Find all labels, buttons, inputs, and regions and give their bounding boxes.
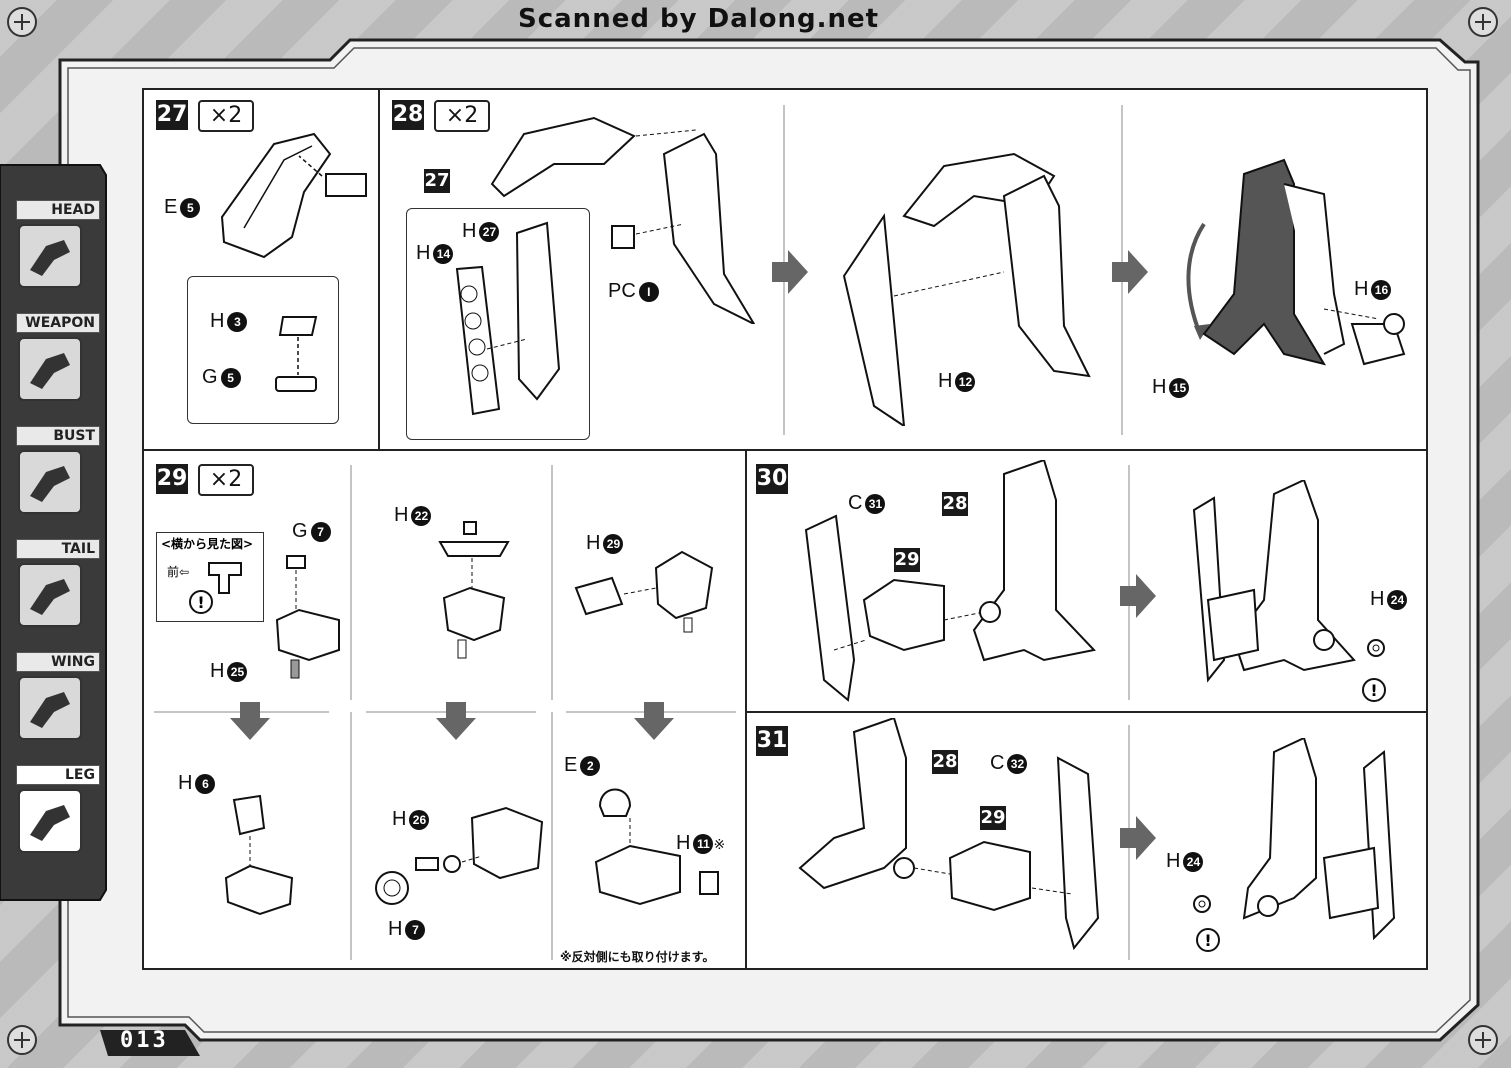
nav-tab-label: LEG	[16, 765, 100, 785]
nav-tab-label: HEAD	[16, 200, 100, 220]
step-28-stage-2-illustration	[834, 146, 1104, 426]
step-29-note: ※反対側にも取り付けます。	[560, 950, 715, 964]
ref-step-29: 29	[894, 548, 920, 572]
ref-step-27: 27	[424, 169, 450, 193]
page-number: 013	[120, 1028, 169, 1053]
head-section-icon	[18, 224, 82, 288]
next-step-arrow	[1120, 574, 1156, 618]
step-28-stage-3-illustration	[1174, 154, 1424, 384]
scan-credit: Scanned by Dalong.net	[518, 4, 880, 34]
leg-section-icon	[18, 789, 82, 853]
nav-tab-label: BUST	[16, 426, 100, 446]
step-31-result-illustration	[1234, 738, 1424, 968]
caution-icon: !	[189, 590, 213, 614]
tail-section-icon	[18, 563, 82, 627]
part-h26-illustration	[366, 798, 546, 908]
part-h6-illustration	[220, 794, 300, 924]
bust-section-icon	[18, 450, 82, 514]
step-30-number: 30	[756, 464, 788, 494]
nav-tab-label: WEAPON	[16, 313, 100, 333]
step-30-assembly-illustration	[794, 460, 1114, 710]
part-h22-illustration	[434, 520, 514, 670]
ref-step-28: 28	[942, 492, 968, 516]
caution-icon: !	[1362, 678, 1386, 702]
step-27-detail-callout	[187, 276, 339, 424]
step-28-multiplier: ×2	[434, 100, 490, 132]
section-sidebar: HEAD WEAPON BUST TAIL WING LEG	[4, 158, 107, 898]
step-27-number: 27	[156, 100, 188, 130]
part-e2-illustration	[590, 776, 730, 916]
nav-tab-label: WING	[16, 652, 100, 672]
nav-tab-label: TAIL	[16, 539, 100, 559]
ref-step-29: 29	[980, 806, 1006, 830]
next-step-arrow	[772, 250, 808, 294]
step-27-multiplier: ×2	[198, 100, 254, 132]
step-28-number: 28	[392, 100, 424, 130]
ref-step-28: 28	[932, 750, 958, 774]
part-e5-illustration	[214, 132, 374, 262]
part-h29-illustration	[572, 548, 722, 638]
washer-part-icon	[1367, 639, 1385, 657]
step-31-assembly-illustration	[794, 718, 1114, 958]
page-number-badge: 013	[102, 1026, 200, 1060]
step-28-assembly-illustration	[484, 114, 764, 324]
step-29-multiplier: ×2	[198, 464, 254, 496]
down-arrow	[634, 702, 674, 740]
next-step-arrow	[1112, 250, 1148, 294]
side-view-front-label: 前⇦	[167, 565, 190, 579]
down-arrow	[230, 702, 270, 740]
wing-section-icon	[18, 676, 82, 740]
side-view-title: <横から見た図>	[161, 537, 254, 551]
weapon-section-icon	[18, 337, 82, 401]
caution-icon: !	[1196, 928, 1220, 952]
washer-part-icon	[1193, 895, 1211, 913]
step-30-result-illustration	[1184, 480, 1384, 700]
down-arrow	[436, 702, 476, 740]
next-step-arrow	[1120, 816, 1156, 860]
part-h25-illustration	[269, 550, 349, 680]
step-31-number: 31	[756, 726, 788, 756]
step-29-number: 29	[156, 464, 188, 494]
step-28-detail-callout	[406, 208, 590, 440]
